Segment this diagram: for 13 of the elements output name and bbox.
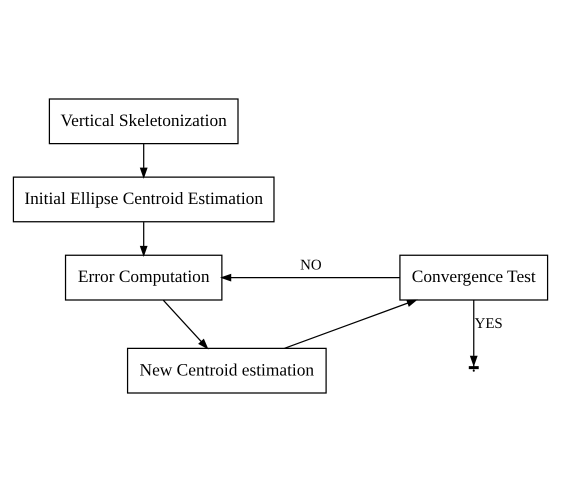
node-box: Vertical Skeletonization: [48, 98, 239, 144]
edge-label: YES: [474, 316, 503, 332]
arrow: [470, 300, 478, 367]
node-box: Convergence Test: [399, 254, 548, 301]
node-box: New Centroid estimation: [126, 348, 327, 394]
edge-label: NO: [300, 258, 322, 274]
node-box: Initial Ellipse Centroid Estimation: [12, 176, 275, 222]
arrow: [162, 300, 209, 350]
arrow: [284, 299, 418, 349]
arrow: [140, 222, 148, 257]
arrow: [140, 144, 148, 179]
arrow: [220, 274, 400, 282]
node-box: Error Computation: [64, 254, 222, 301]
